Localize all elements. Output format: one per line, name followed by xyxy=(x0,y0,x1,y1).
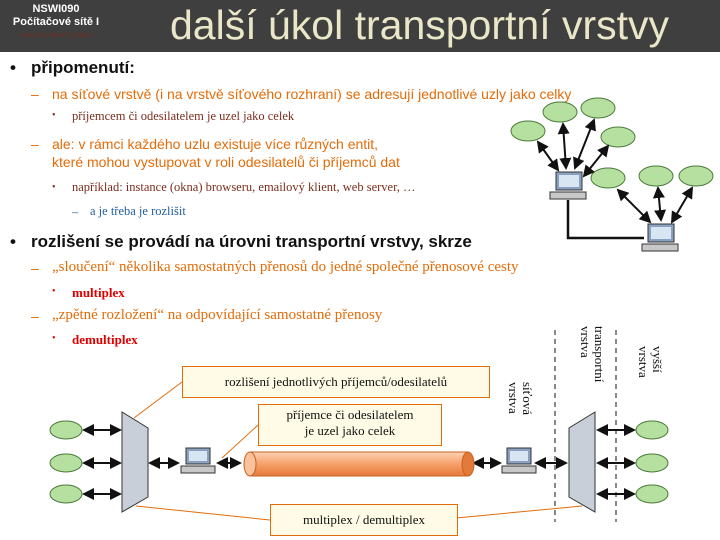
callout-node-line2: je uzel jako celek xyxy=(304,423,396,438)
bullet-entities-line1: ale: v rámci každého uzlu existuje více … xyxy=(52,136,379,152)
link-line xyxy=(566,200,644,240)
bullet-node-as-whole: příjemcem či odesilatelem je uzel jako c… xyxy=(72,109,295,123)
cloud-icon xyxy=(635,420,669,504)
bullet-transport-layer: rozlišení se provádí na úrovni transport… xyxy=(31,232,472,251)
slide-title: další úkol transportní vrstvy xyxy=(170,2,670,48)
callout-node-line1: příjemce či odesilatelem xyxy=(286,407,414,422)
layer-label-transport: transportní vrstva xyxy=(578,326,607,383)
demultiplexer-shape xyxy=(568,411,596,513)
bullet-merging: „sloučení“ několika samostatných přenosů… xyxy=(52,259,519,275)
label-demultiplex: demultiplex xyxy=(72,332,138,347)
dash-marker: – xyxy=(31,260,39,276)
bullet-network-layer: na síťové vrstvě (i na vrstvě síťového r… xyxy=(52,86,572,102)
computer-icon xyxy=(641,223,679,252)
callout-receivers: rozlišení jednotlivých příjemců/odesilat… xyxy=(182,366,490,398)
cloud-icon xyxy=(49,420,83,504)
dash-marker: – xyxy=(72,205,79,219)
sub-bullet-dot: • xyxy=(52,110,56,121)
computer-icon xyxy=(180,447,216,474)
layer-separators xyxy=(554,330,617,522)
label-multiplex: multiplex xyxy=(72,285,125,300)
cloud-icon xyxy=(510,97,714,189)
transmission-pipe xyxy=(243,451,475,477)
sub-bullet-dot: • xyxy=(52,286,56,297)
computer-icon xyxy=(501,447,537,474)
layer-label-network: síťová vrstva xyxy=(506,382,535,415)
sub-bullet-dot: • xyxy=(52,333,56,344)
dash-marker: – xyxy=(31,86,39,102)
callout-mux-demux: multiplex / demultiplex xyxy=(270,504,458,536)
dash-marker: – xyxy=(31,308,39,324)
bullet-example: například: instance (okna) browseru, ema… xyxy=(72,180,416,194)
arrows xyxy=(536,118,694,224)
slide-header: NSWI090 Počítačové sítě I verze 4.0, lek… xyxy=(0,0,720,52)
bullet-dot: • xyxy=(10,232,16,251)
version-label: verze 4.0, lekce 9, slide 6 xyxy=(20,31,92,39)
sub-bullet-dot: • xyxy=(52,182,56,193)
arrows xyxy=(82,424,636,500)
course-info: NSWI090 Počítačové sítě I verze 4.0, lek… xyxy=(0,0,112,52)
bullet-reminder: připomenutí: xyxy=(31,58,135,77)
dash-marker: – xyxy=(31,136,39,152)
multiplexer-shape xyxy=(121,411,149,513)
layer-label-higher: vyšší vrstva xyxy=(636,346,665,378)
course-code: NSWI090 xyxy=(32,3,80,15)
bullet-distinguish: a je třeba je rozlišit xyxy=(90,204,186,218)
callout-pointers xyxy=(133,381,583,521)
bullet-decomposition: „zpětné rozložení“ na odpovídající samos… xyxy=(52,307,383,323)
callout-node-whole: příjemce či odesilatelem je uzel jako ce… xyxy=(258,404,442,446)
computer-icon xyxy=(549,171,587,200)
course-name: Počítačové sítě I xyxy=(12,16,100,28)
bullet-dot: • xyxy=(10,58,16,77)
bullet-entities-line2: které mohou vystupovat v roli odesilatel… xyxy=(52,154,400,170)
